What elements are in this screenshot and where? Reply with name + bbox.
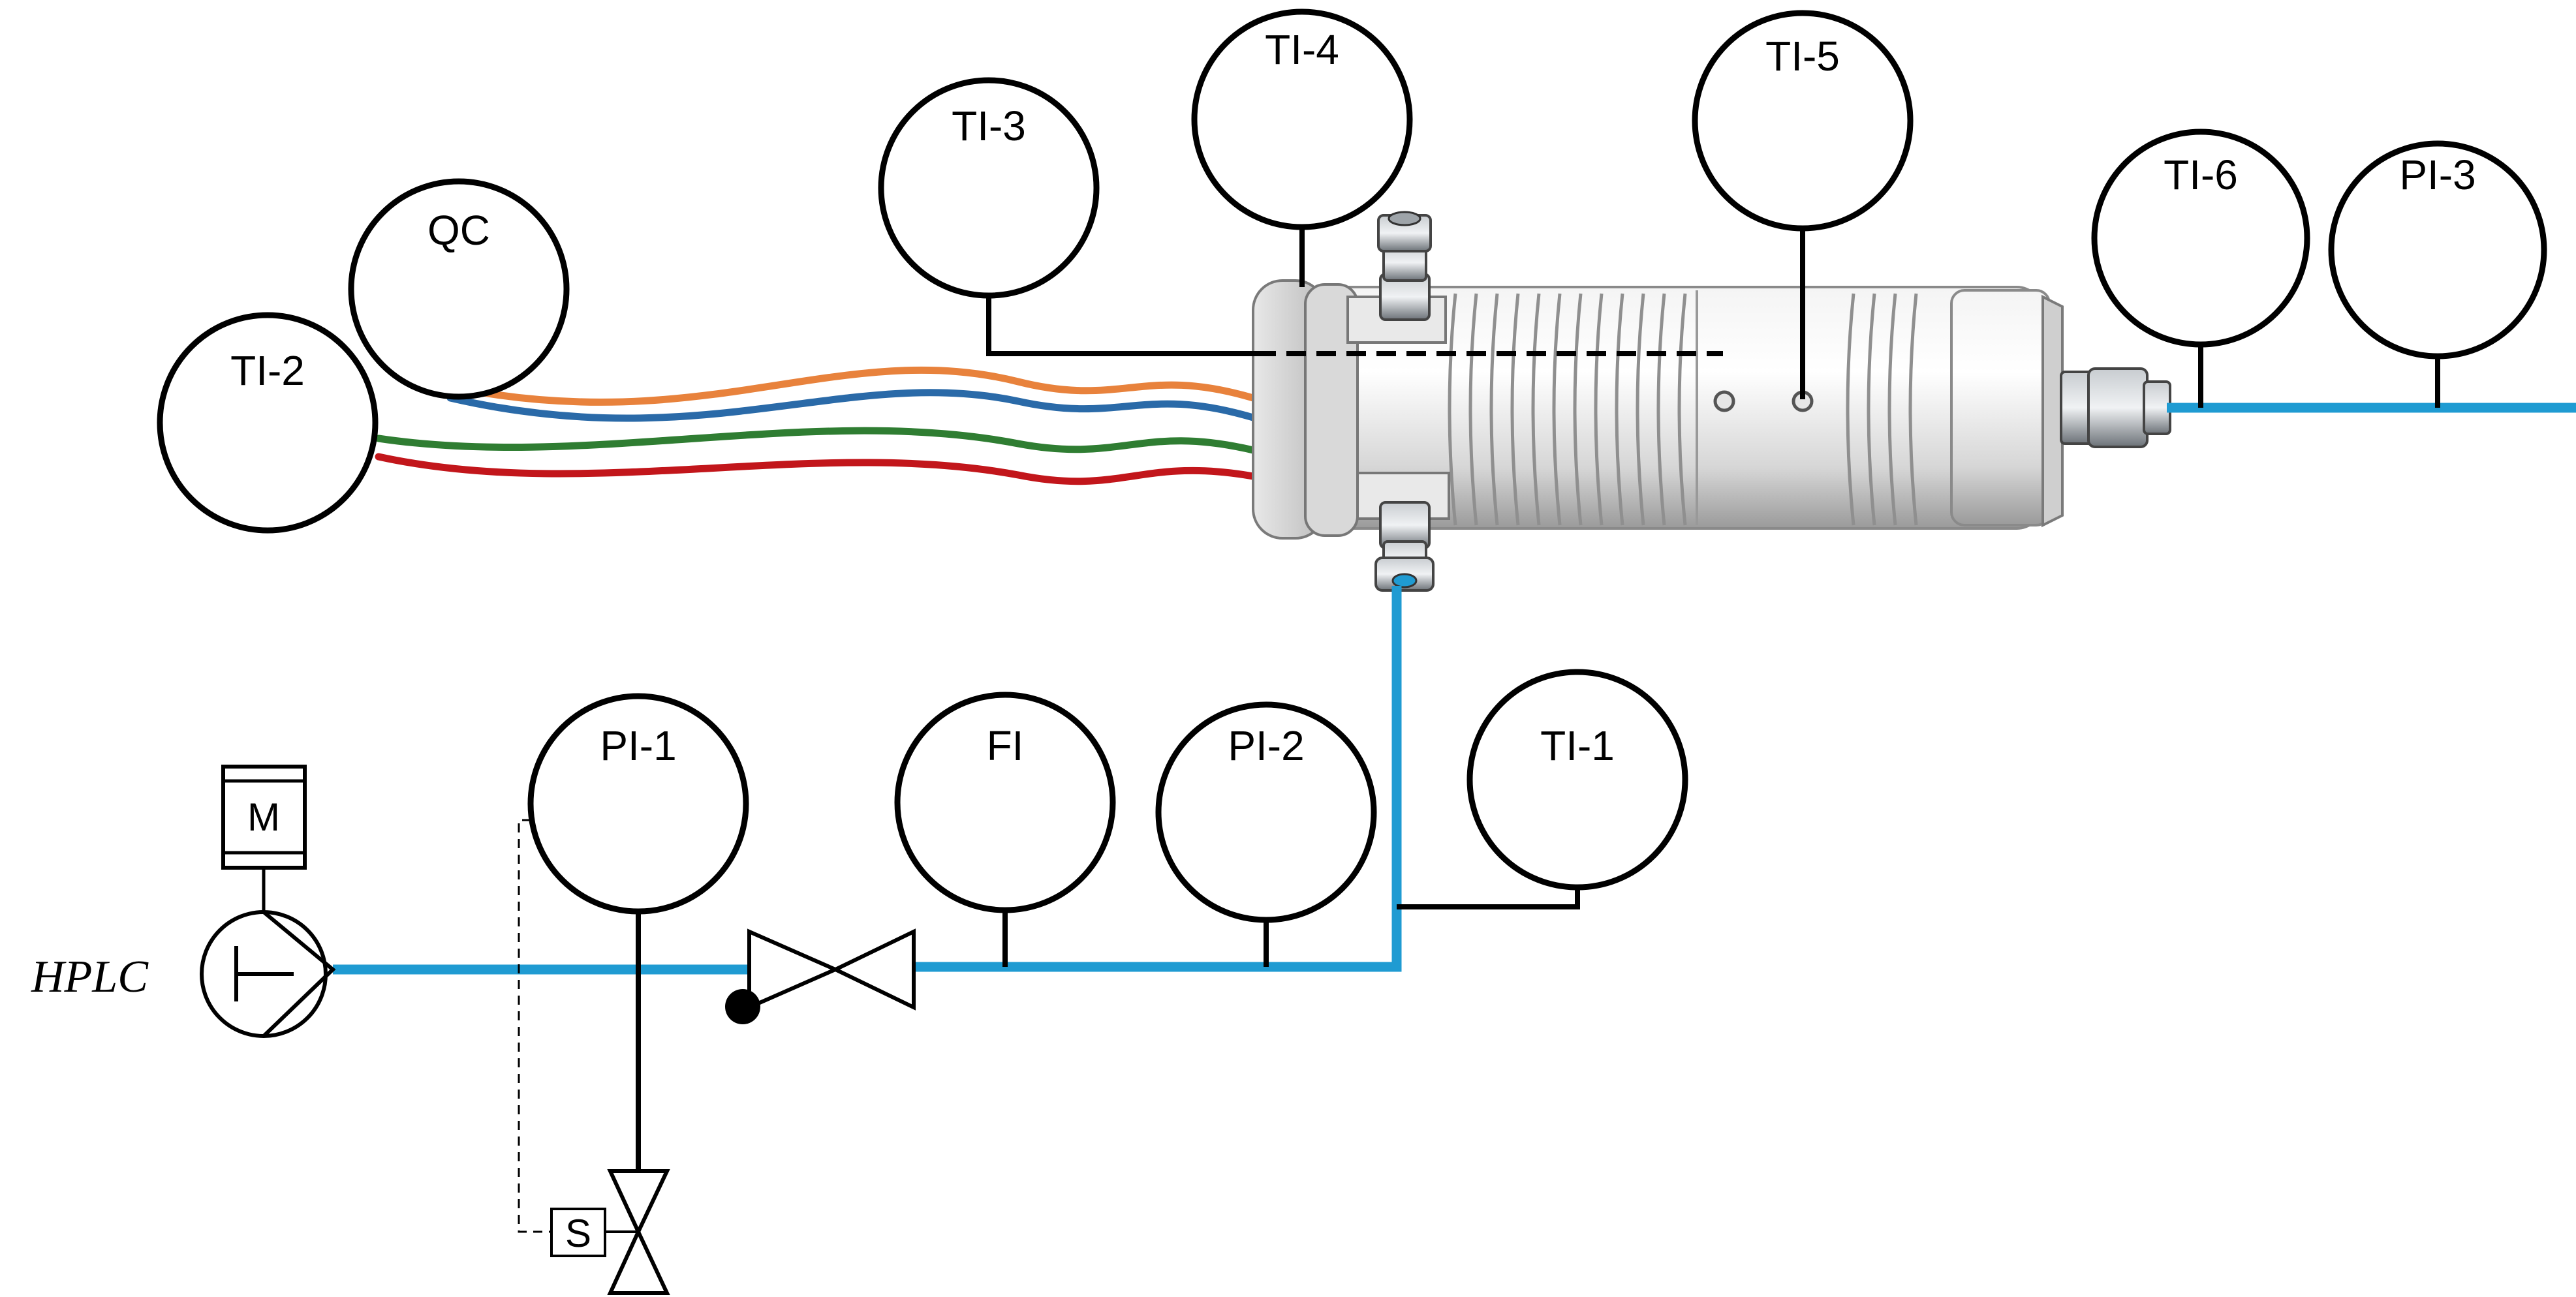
valve-actuator-dot [725,989,760,1024]
cable-green [375,427,1257,454]
instrument-ti4: TI-4 [1191,8,1413,230]
reactor-inlet-line [914,586,1402,972]
instrument-pi1: PI-1 [527,693,749,915]
svg-text:TI-1: TI-1 [1540,722,1615,769]
outlet-fitting [2060,367,2171,448]
pump-label: HPLC [31,952,149,1002]
svg-text:PI-1: PI-1 [600,722,676,769]
svg-text:TI-5: TI-5 [1765,33,1840,80]
reactor-flange [1304,283,1359,537]
reactor-assembly [1252,211,2171,592]
instrument-qc: QC [348,178,570,400]
cable-blue [446,389,1257,422]
instrument-pi3: PI-3 [2328,140,2547,359]
svg-text:PI-2: PI-2 [1228,722,1304,769]
solenoid-label: S [565,1212,591,1255]
instrument-fi: FI [894,692,1116,913]
motor-label: M [247,795,280,839]
svg-text:PI-3: PI-3 [2399,151,2475,198]
solenoid-box [550,1208,606,1257]
reactor-right-collar [1950,289,2051,526]
reactor-right-end [2041,294,2064,528]
instrument-ti2: TI-2 [157,312,379,534]
thermocouple-cables [375,366,1257,485]
bottom-fitting [1374,501,1435,592]
svg-text:TI-4: TI-4 [1265,26,1339,73]
instrument-ti5: TI-5 [1692,10,1914,232]
instrument-pi2: PI-2 [1155,701,1377,923]
control-valve [747,928,916,1011]
solenoid-control-line [518,819,551,1233]
top-fitting [1377,211,1432,321]
cable-orange [479,366,1257,406]
motor-box [221,765,307,870]
svg-text:TI-2: TI-2 [230,347,305,394]
instrument-ti1: TI-1 [1466,669,1688,891]
cooling-fins [1448,293,1918,526]
ti3-signal-line [986,297,1256,356]
svg-text:FI: FI [987,722,1024,769]
instrument-ti6: TI-6 [2091,129,2310,348]
svg-text:TI-3: TI-3 [952,102,1026,149]
svg-text:QC: QC [427,207,490,254]
ti1-signal-line [1397,887,1580,909]
solenoid-valve [607,1169,670,1295]
process-lines [333,403,2576,975]
port-hole [1713,390,1735,412]
svg-text:TI-6: TI-6 [2164,151,2238,198]
instrument-ti3: TI-3 [878,77,1100,299]
signal-lines [636,227,2440,1174]
hplc-pump: M [200,765,336,1038]
cable-red [375,453,1257,485]
